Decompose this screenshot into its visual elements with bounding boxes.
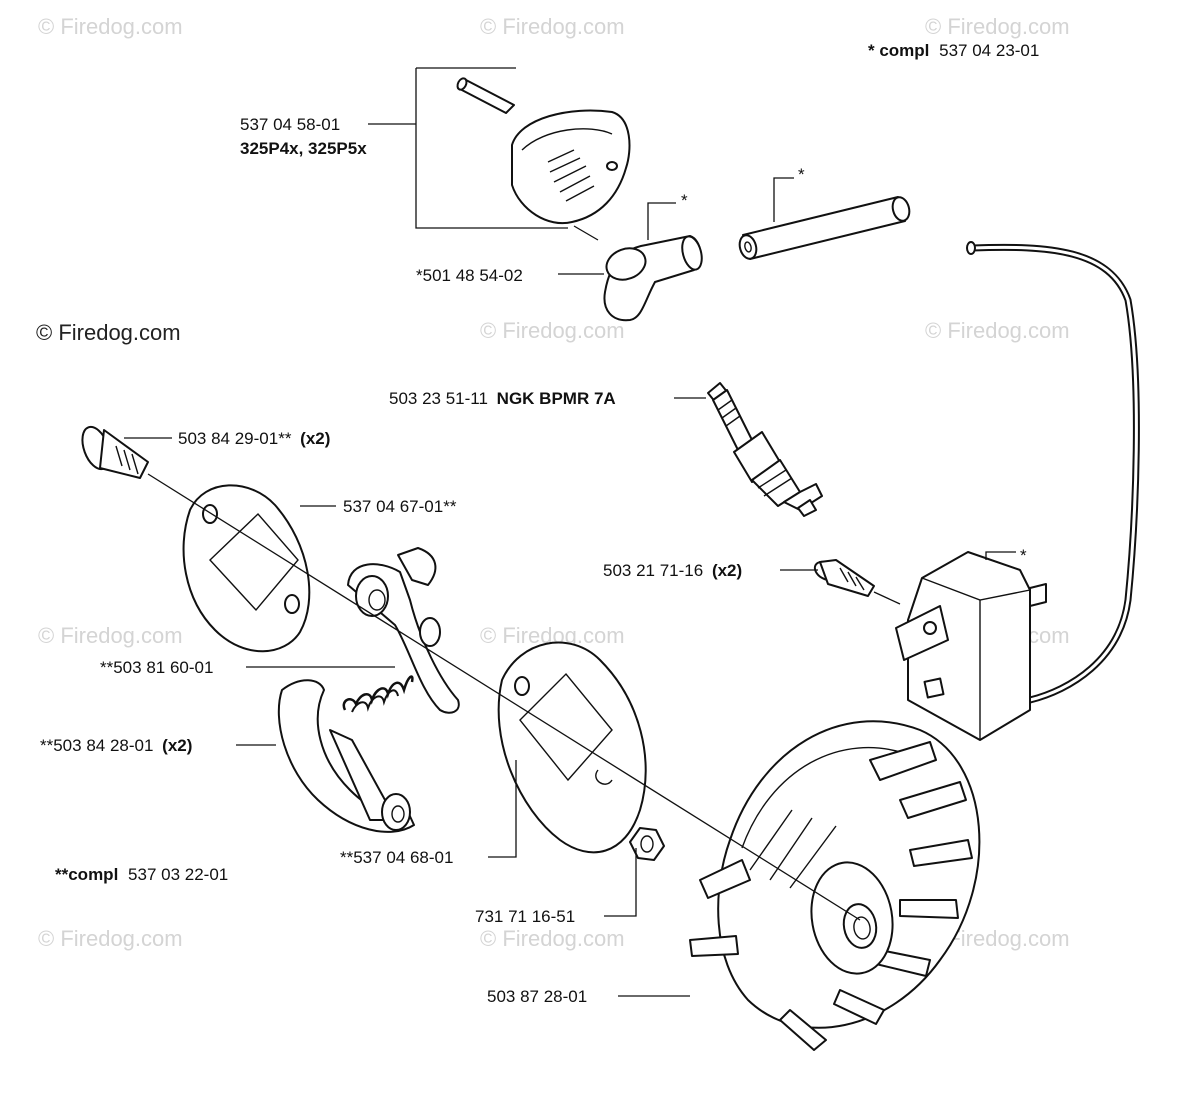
watermark: © Firedog.com <box>38 623 183 648</box>
label-module-screw-qty: (x2) <box>712 561 742 580</box>
ignition-module-part <box>895 551 1047 741</box>
ignition-cable-part <box>966 241 1140 704</box>
label-clutch-screw-number: 503 84 29-01** <box>178 429 292 448</box>
pin-part <box>456 77 515 114</box>
label-boot-cover-models: 325P4x, 325P5x <box>240 139 367 158</box>
module-screw-part <box>813 559 875 597</box>
watermark: © Firedog.com <box>480 926 625 951</box>
watermark: © Firedog.com <box>480 14 625 39</box>
watermark-main: © Firedog.com <box>36 320 181 345</box>
watermark: © Firedog.com <box>38 14 183 39</box>
spark-plug-part <box>707 382 823 517</box>
label-clutch-screw-qty: (x2) <box>300 429 330 448</box>
label-spark-plug-number: 503 23 51-11 <box>389 389 488 408</box>
header-note: * compl 537 04 23-01 <box>868 41 1039 60</box>
screw-axis <box>873 591 901 605</box>
boot-cover-part <box>511 109 631 225</box>
label-boot-cover-number: 537 04 58-01 <box>240 115 340 134</box>
clutch-screw-part <box>81 425 149 479</box>
back-plate-part <box>182 484 311 653</box>
label-clutch-shoe-number: **503 84 28-01 <box>40 736 153 755</box>
spark-plug-cap-part <box>603 235 703 322</box>
watermark: © Firedog.com <box>480 318 625 343</box>
label-clutch-shoe: **503 84 28-01 (x2) <box>40 736 192 755</box>
leader-lines <box>124 67 1016 997</box>
flywheel-part <box>689 720 981 1051</box>
label-module-screw-number: 503 21 71-16 <box>603 561 703 580</box>
footer-note: **compl 537 03 22-01 <box>55 865 228 884</box>
watermark: © Firedog.com <box>925 318 1070 343</box>
label-spark-plug-cap: *501 48 54-02 <box>416 266 523 285</box>
label-star-cap: * <box>681 191 688 210</box>
label-spark-plug: 503 23 51-11 NGK BPMR 7A <box>389 389 616 408</box>
clutch-lever-part <box>347 547 460 714</box>
assembly-axis <box>147 473 861 921</box>
label-flywheel: 503 87 28-01 <box>487 987 587 1006</box>
nut-part <box>629 827 665 861</box>
label-spring: **503 81 60-01 <box>100 658 213 677</box>
label-back-plate: 537 04 67-01** <box>343 497 457 516</box>
clutch-shoe-part <box>277 679 415 833</box>
label-star-module: * <box>1020 546 1027 565</box>
footer-note-prefix: **compl <box>55 865 118 884</box>
label-clutch-screw: 503 84 29-01** (x2) <box>178 429 330 448</box>
spring-part <box>342 675 414 713</box>
front-plate-part <box>497 641 647 854</box>
label-clutch-shoe-qty: (x2) <box>162 736 192 755</box>
header-note-number: 537 04 23-01 <box>939 41 1039 60</box>
watermark: © Firedog.com <box>925 14 1070 39</box>
label-nut: 731 71 16-51 <box>475 907 575 926</box>
label-front-plate: **537 04 68-01 <box>340 848 453 867</box>
footer-note-number: 537 03 22-01 <box>128 865 228 884</box>
label-spark-plug-name: NGK BPMR 7A <box>497 389 616 408</box>
label-star-tube: * <box>798 165 805 184</box>
label-module-screw: 503 21 71-16 (x2) <box>603 561 742 580</box>
ignition-lead-tube-part <box>738 196 911 260</box>
watermark: © Firedog.com <box>38 926 183 951</box>
header-note-prefix: * compl <box>868 41 929 60</box>
